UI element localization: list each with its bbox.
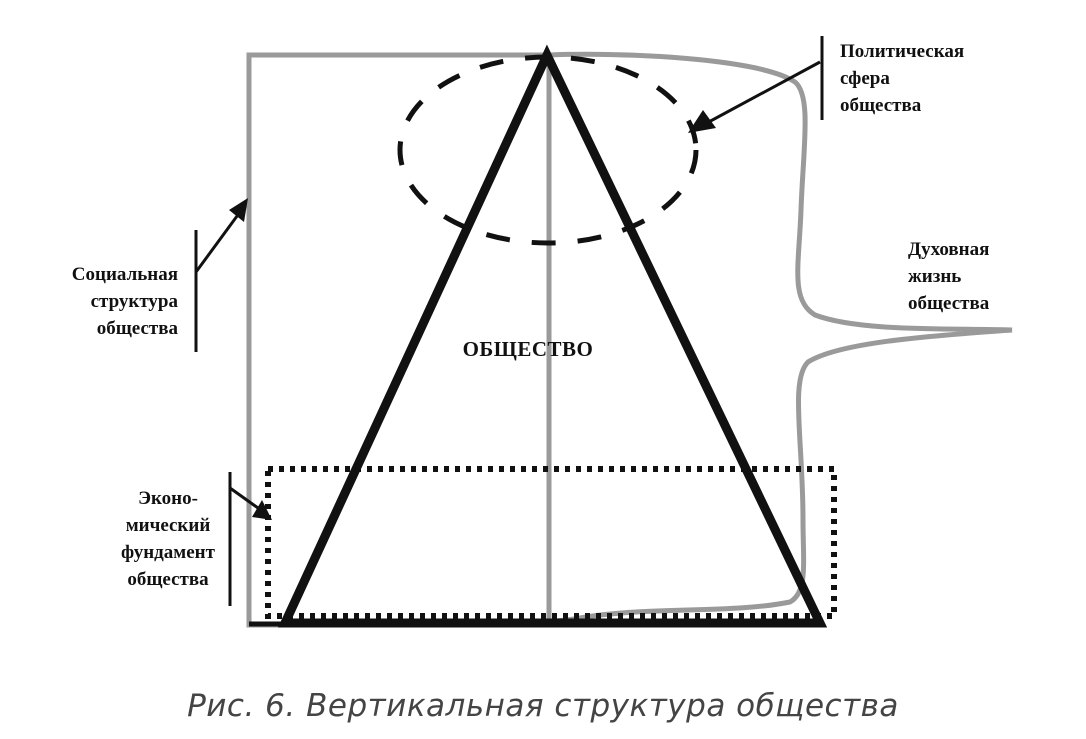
social-label-line-3: общества (96, 318, 178, 339)
political-arrow-shaft (704, 60, 821, 126)
spiritual-life-outline (497, 51, 1013, 626)
political-label-line-2: сфера (840, 68, 890, 89)
social-label-line-1: Социальная (71, 264, 178, 285)
spiritual-life-label: Духовная жизнь общества (908, 236, 989, 317)
social-label-line-2: структура (90, 291, 178, 312)
social-structure-label: Социальная структура общества (72, 261, 178, 342)
spiritual-label-line-3: общества (908, 293, 990, 314)
political-label-line-3: общества (840, 95, 922, 116)
figure-caption: Рис. 6. Вертикальная структура общества (187, 688, 899, 724)
social-arrow-head (229, 198, 248, 222)
economic-arrow-shaft (229, 486, 259, 510)
economic-arrow-head (252, 500, 272, 520)
economic-label-line-1: Эконо- (138, 488, 198, 509)
political-label-line-1: Политическая (840, 41, 965, 62)
social-arrow-shaft (194, 211, 242, 273)
economic-foundation-box (265, 466, 837, 619)
spiritual-label-line-2: жизнь (908, 266, 962, 287)
economic-label-line-3: фундамент (121, 542, 215, 563)
economic-label-line-4: общества (127, 569, 209, 590)
society-label: ОБЩЕСТВО (462, 337, 594, 361)
political-sphere-label: Политическая сфера общества (840, 38, 964, 119)
political-arrow-head (688, 110, 716, 133)
economic-foundation-label: Эконо- мический фундамент общества (108, 485, 228, 593)
spiritual-label-line-1: Духовная (908, 239, 990, 260)
economic-label-line-2: мический (125, 515, 211, 536)
